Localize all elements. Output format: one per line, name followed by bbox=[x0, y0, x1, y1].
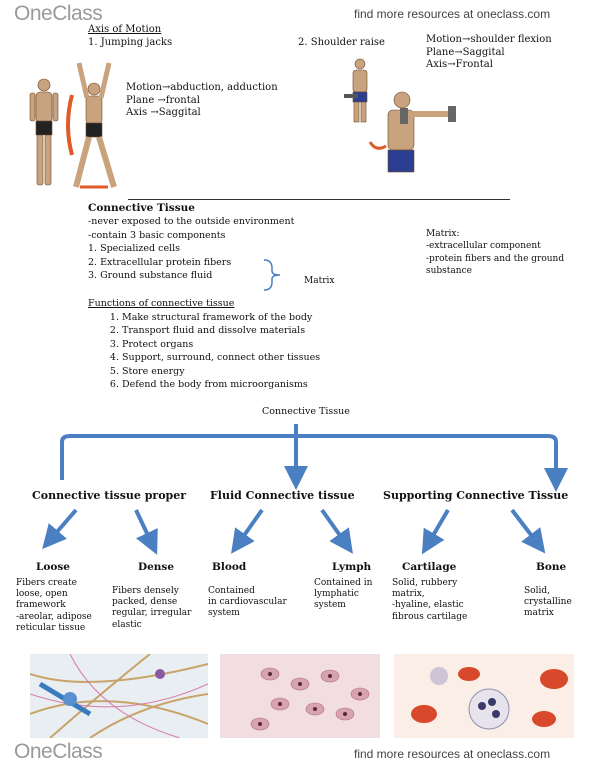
dense-desc-line: regular, irregular bbox=[112, 608, 192, 619]
bone-desc-line: crystalline bbox=[524, 597, 572, 608]
function-item: Make structural framework of the body bbox=[122, 311, 320, 324]
type-loose: Loose bbox=[36, 561, 70, 573]
bone-desc: Solid, crystalline matrix bbox=[524, 586, 572, 620]
arrow-to-lymph bbox=[320, 508, 353, 554]
dense-desc-line: elastic bbox=[112, 619, 142, 630]
standing-figure bbox=[29, 78, 59, 186]
cartilage-desc-line: -hyaline, elastic bbox=[392, 600, 464, 611]
example1-label: 1. Jumping jacks bbox=[88, 37, 173, 48]
connective-line: -contain 3 basic components bbox=[88, 229, 226, 241]
example2-motion: Motion→shoulder flexion bbox=[426, 34, 552, 45]
arrow-to-blood bbox=[231, 508, 264, 554]
loose-tissue-micrograph bbox=[30, 654, 208, 738]
arrow-to-loose bbox=[42, 508, 78, 550]
matrix-note: Matrix: -extracellular component -protei… bbox=[426, 228, 564, 277]
function-item: Protect organs bbox=[122, 338, 320, 351]
abduction-arrow bbox=[66, 94, 74, 156]
oneclass-logo-footer[interactable]: OneClass bbox=[14, 740, 103, 763]
cartilage-desc-line: fibrous cartilage bbox=[392, 611, 468, 622]
functions-title: Functions of connective tissue bbox=[88, 298, 235, 309]
example2-plane: Plane→Saggital bbox=[426, 46, 505, 58]
matrix-note-line: -extracellular component bbox=[426, 241, 541, 252]
matrix-note-line: -protein fibers and the ground bbox=[426, 253, 565, 264]
loose-desc-line: framework bbox=[16, 600, 66, 611]
connective-line: 1. Specialized cells bbox=[88, 243, 181, 255]
jumping-figure bbox=[73, 62, 117, 188]
tree-arrows bbox=[42, 424, 568, 555]
blood-desc: Contained in cardiovascular system bbox=[208, 586, 287, 620]
dense-desc-line: Fibers densely bbox=[112, 586, 179, 596]
bone-desc-line: matrix bbox=[524, 608, 554, 619]
type-lymph: Lymph bbox=[332, 561, 372, 573]
axis-title: Axis of Motion bbox=[88, 24, 162, 35]
function-item: Transport fluid and dissolve materials bbox=[122, 324, 320, 337]
type-blood: Blood bbox=[212, 561, 247, 573]
tree-root: Connective Tissue bbox=[262, 406, 350, 417]
dense-desc-line: packed, dense bbox=[112, 597, 178, 608]
lymph-desc-line: system bbox=[314, 600, 346, 611]
shoulder-raise-illustration bbox=[344, 58, 456, 173]
loose-desc-line: -areolar, adipose bbox=[16, 611, 92, 622]
blood-desc-line: Contained bbox=[208, 586, 255, 596]
connective-line: 3. Ground substance fluid bbox=[88, 270, 213, 282]
function-item: Defend the body from microorganisms bbox=[122, 378, 320, 391]
category-fluid: Fluid Connective tissue bbox=[210, 489, 355, 502]
bone-cells-micrograph bbox=[394, 654, 574, 738]
section-divider bbox=[128, 199, 510, 200]
arrow-to-bone bbox=[510, 508, 546, 554]
blood-desc-line: system bbox=[208, 608, 240, 619]
example2-details: Motion→shoulder flexion Plane→Saggital A… bbox=[426, 34, 552, 72]
example1-motion: Motion→abduction, adduction bbox=[126, 82, 278, 93]
example2-axis: Axis→Frontal bbox=[426, 59, 493, 70]
cartilage-desc: Solid, rubbery matrix, -hyaline, elastic… bbox=[392, 578, 467, 623]
lymph-desc-line: Contained in bbox=[314, 578, 373, 588]
promo-link[interactable]: find more resources at oneclass.com bbox=[354, 7, 551, 21]
connective-line: 2. Extracellular protein fibers bbox=[88, 256, 232, 268]
arrow-to-dense bbox=[134, 509, 158, 555]
type-cartilage: Cartilage bbox=[402, 561, 457, 573]
cartilage-desc-line: matrix, bbox=[392, 589, 425, 600]
oneclass-logo[interactable]: OneClass bbox=[14, 2, 103, 25]
matrix-note-line: substance bbox=[426, 265, 472, 276]
cartilage-desc-line: Solid, rubbery bbox=[392, 578, 458, 588]
lymph-desc-line: lymphatic bbox=[314, 589, 359, 600]
category-supporting: Supporting Connective Tissue bbox=[383, 489, 569, 502]
matrix-label: Matrix bbox=[304, 276, 335, 286]
category-proper: Connective tissue proper bbox=[32, 489, 187, 502]
jumping-jacks-illustration bbox=[29, 62, 117, 189]
loose-desc-line: Fibers create bbox=[16, 578, 77, 588]
dense-desc: Fibers densely packed, dense regular, ir… bbox=[112, 586, 191, 631]
loose-desc-line: reticular tissue bbox=[16, 622, 86, 633]
connective-title: Connective Tissue bbox=[88, 202, 195, 214]
function-item: Support, surround, connect other tissues bbox=[122, 351, 320, 364]
matrix-brace bbox=[263, 259, 281, 291]
blood-micrograph bbox=[220, 654, 380, 738]
arrow-to-cartilage bbox=[421, 508, 450, 555]
loose-desc: Fibers create loose, open framework -are… bbox=[16, 578, 92, 634]
type-bone: Bone bbox=[536, 561, 567, 573]
loose-desc-line: loose, open bbox=[16, 589, 68, 600]
lymph-desc: Contained in lymphatic system bbox=[314, 578, 372, 612]
tree-branch-line bbox=[60, 434, 568, 492]
example1-details: Motion→abduction, adduction Plane →front… bbox=[126, 82, 278, 120]
connective-line: -never exposed to the outside environmen… bbox=[88, 216, 295, 227]
promo-link-footer[interactable]: find more resources at oneclass.com bbox=[354, 747, 551, 761]
function-item: Store energy bbox=[122, 365, 320, 378]
matrix-note-line: Matrix: bbox=[426, 229, 460, 239]
bone-desc-line: Solid, bbox=[524, 586, 550, 596]
blood-desc-line: in cardiovascular bbox=[208, 597, 287, 608]
example1-plane: Plane →frontal bbox=[126, 94, 200, 106]
type-dense: Dense bbox=[138, 561, 175, 573]
example2-label: 2. Shoulder raise bbox=[298, 37, 385, 48]
functions-list: Make structural framework of the body Tr… bbox=[94, 311, 320, 391]
example1-axis: Axis →Saggital bbox=[126, 107, 201, 118]
connective-lines: -never exposed to the outside environmen… bbox=[88, 215, 294, 283]
